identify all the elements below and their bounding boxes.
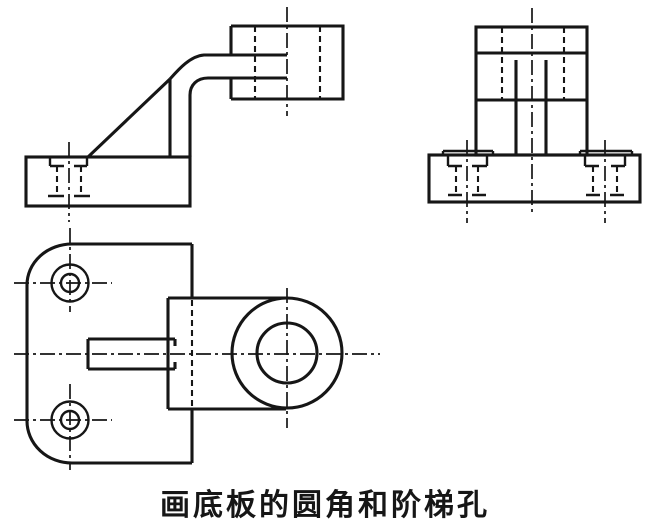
arm-inner-profile	[188, 76, 287, 157]
top-view	[14, 228, 380, 470]
front-view	[24, 7, 345, 222]
right-hole-hidden-lines	[591, 166, 619, 195]
right-spotface-pad	[578, 149, 634, 155]
base-plate-outline	[24, 155, 192, 208]
side-view	[427, 8, 642, 223]
arm-outer-profile	[168, 53, 287, 81]
left-spotface-pad	[441, 149, 495, 155]
rounded-corner-top-left	[25, 242, 73, 286]
hole-hidden-lines	[55, 166, 83, 196]
rib-edges	[514, 60, 548, 155]
counterbore-recess	[48, 157, 89, 168]
left-counterbore-recess	[446, 155, 489, 168]
rounded-corner-bottom-left	[25, 420, 73, 465]
right-counterbore-recess	[583, 155, 627, 168]
lower-hole-center-lines	[14, 384, 112, 470]
figure-caption: 画底板的圆角和阶梯孔	[160, 489, 490, 521]
upright-plate-outline	[166, 296, 286, 411]
base-plate-outline	[427, 153, 642, 204]
bore-hidden-lines	[500, 27, 566, 100]
base-plate-edges	[25, 242, 192, 465]
left-hole-hidden-lines	[454, 166, 480, 195]
boss-hole-hidden-lines	[253, 26, 322, 99]
upper-hole-center-lines	[14, 228, 112, 312]
rib-diagonal-edge	[86, 77, 172, 159]
